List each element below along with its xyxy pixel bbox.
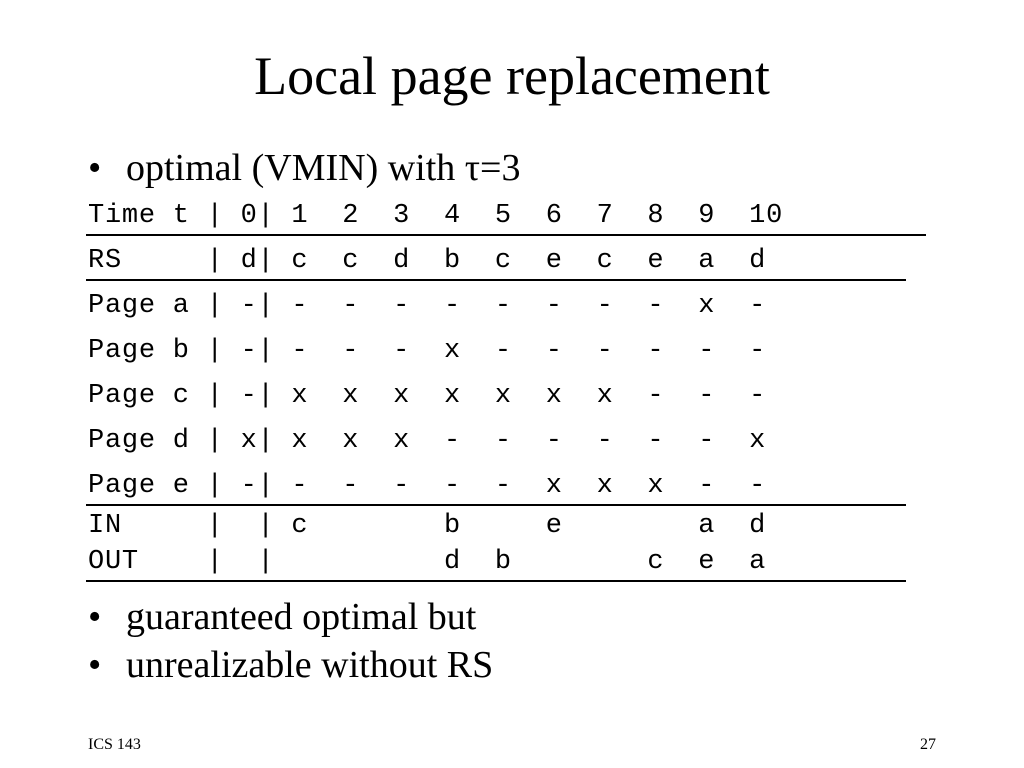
bullet-text: optimal (VMIN) with τ=3 xyxy=(126,147,521,189)
table-rule xyxy=(86,234,926,236)
slide-title: Local page replacement xyxy=(254,46,770,106)
table-row-rs: RS | d| c c d b c e c e a d xyxy=(88,246,767,276)
bullet-unrealizable: • unrealizable without RS xyxy=(88,642,493,688)
bullet-optimal: • optimal (VMIN) with τ=3 xyxy=(88,145,521,191)
footer-course: ICS 143 xyxy=(88,736,141,753)
table-row-page-a: Page a | -| - - - - - - - - x - xyxy=(88,291,767,321)
table-row-out: OUT | | d b c e a xyxy=(88,547,767,577)
bullet-dot: • xyxy=(88,147,102,189)
bullet-text: guaranteed optimal but xyxy=(126,596,477,638)
table-row-page-d: Page d | x| x x x - - - - - - x xyxy=(88,426,767,456)
table-rule xyxy=(86,580,906,582)
bullet-dot: • xyxy=(88,644,102,686)
bullet-dot: • xyxy=(88,596,102,638)
table-row-time: Time t | 0| 1 2 3 4 5 6 7 8 9 10 xyxy=(88,201,784,231)
footer-page-number: 27 xyxy=(920,736,936,753)
bullet-guaranteed: • guaranteed optimal but xyxy=(88,594,476,640)
table-row-page-c: Page c | -| x x x x x x x - - - xyxy=(88,381,767,411)
table-rule xyxy=(86,279,906,281)
bullet-text: unrealizable without RS xyxy=(126,644,494,686)
table-row-page-e: Page e | -| - - - - - x x x - - xyxy=(88,471,767,501)
table-row-page-b: Page b | -| - - - x - - - - - - xyxy=(88,336,767,366)
table-row-in: IN | | c b e a d xyxy=(88,511,767,541)
table-rule xyxy=(86,504,906,506)
